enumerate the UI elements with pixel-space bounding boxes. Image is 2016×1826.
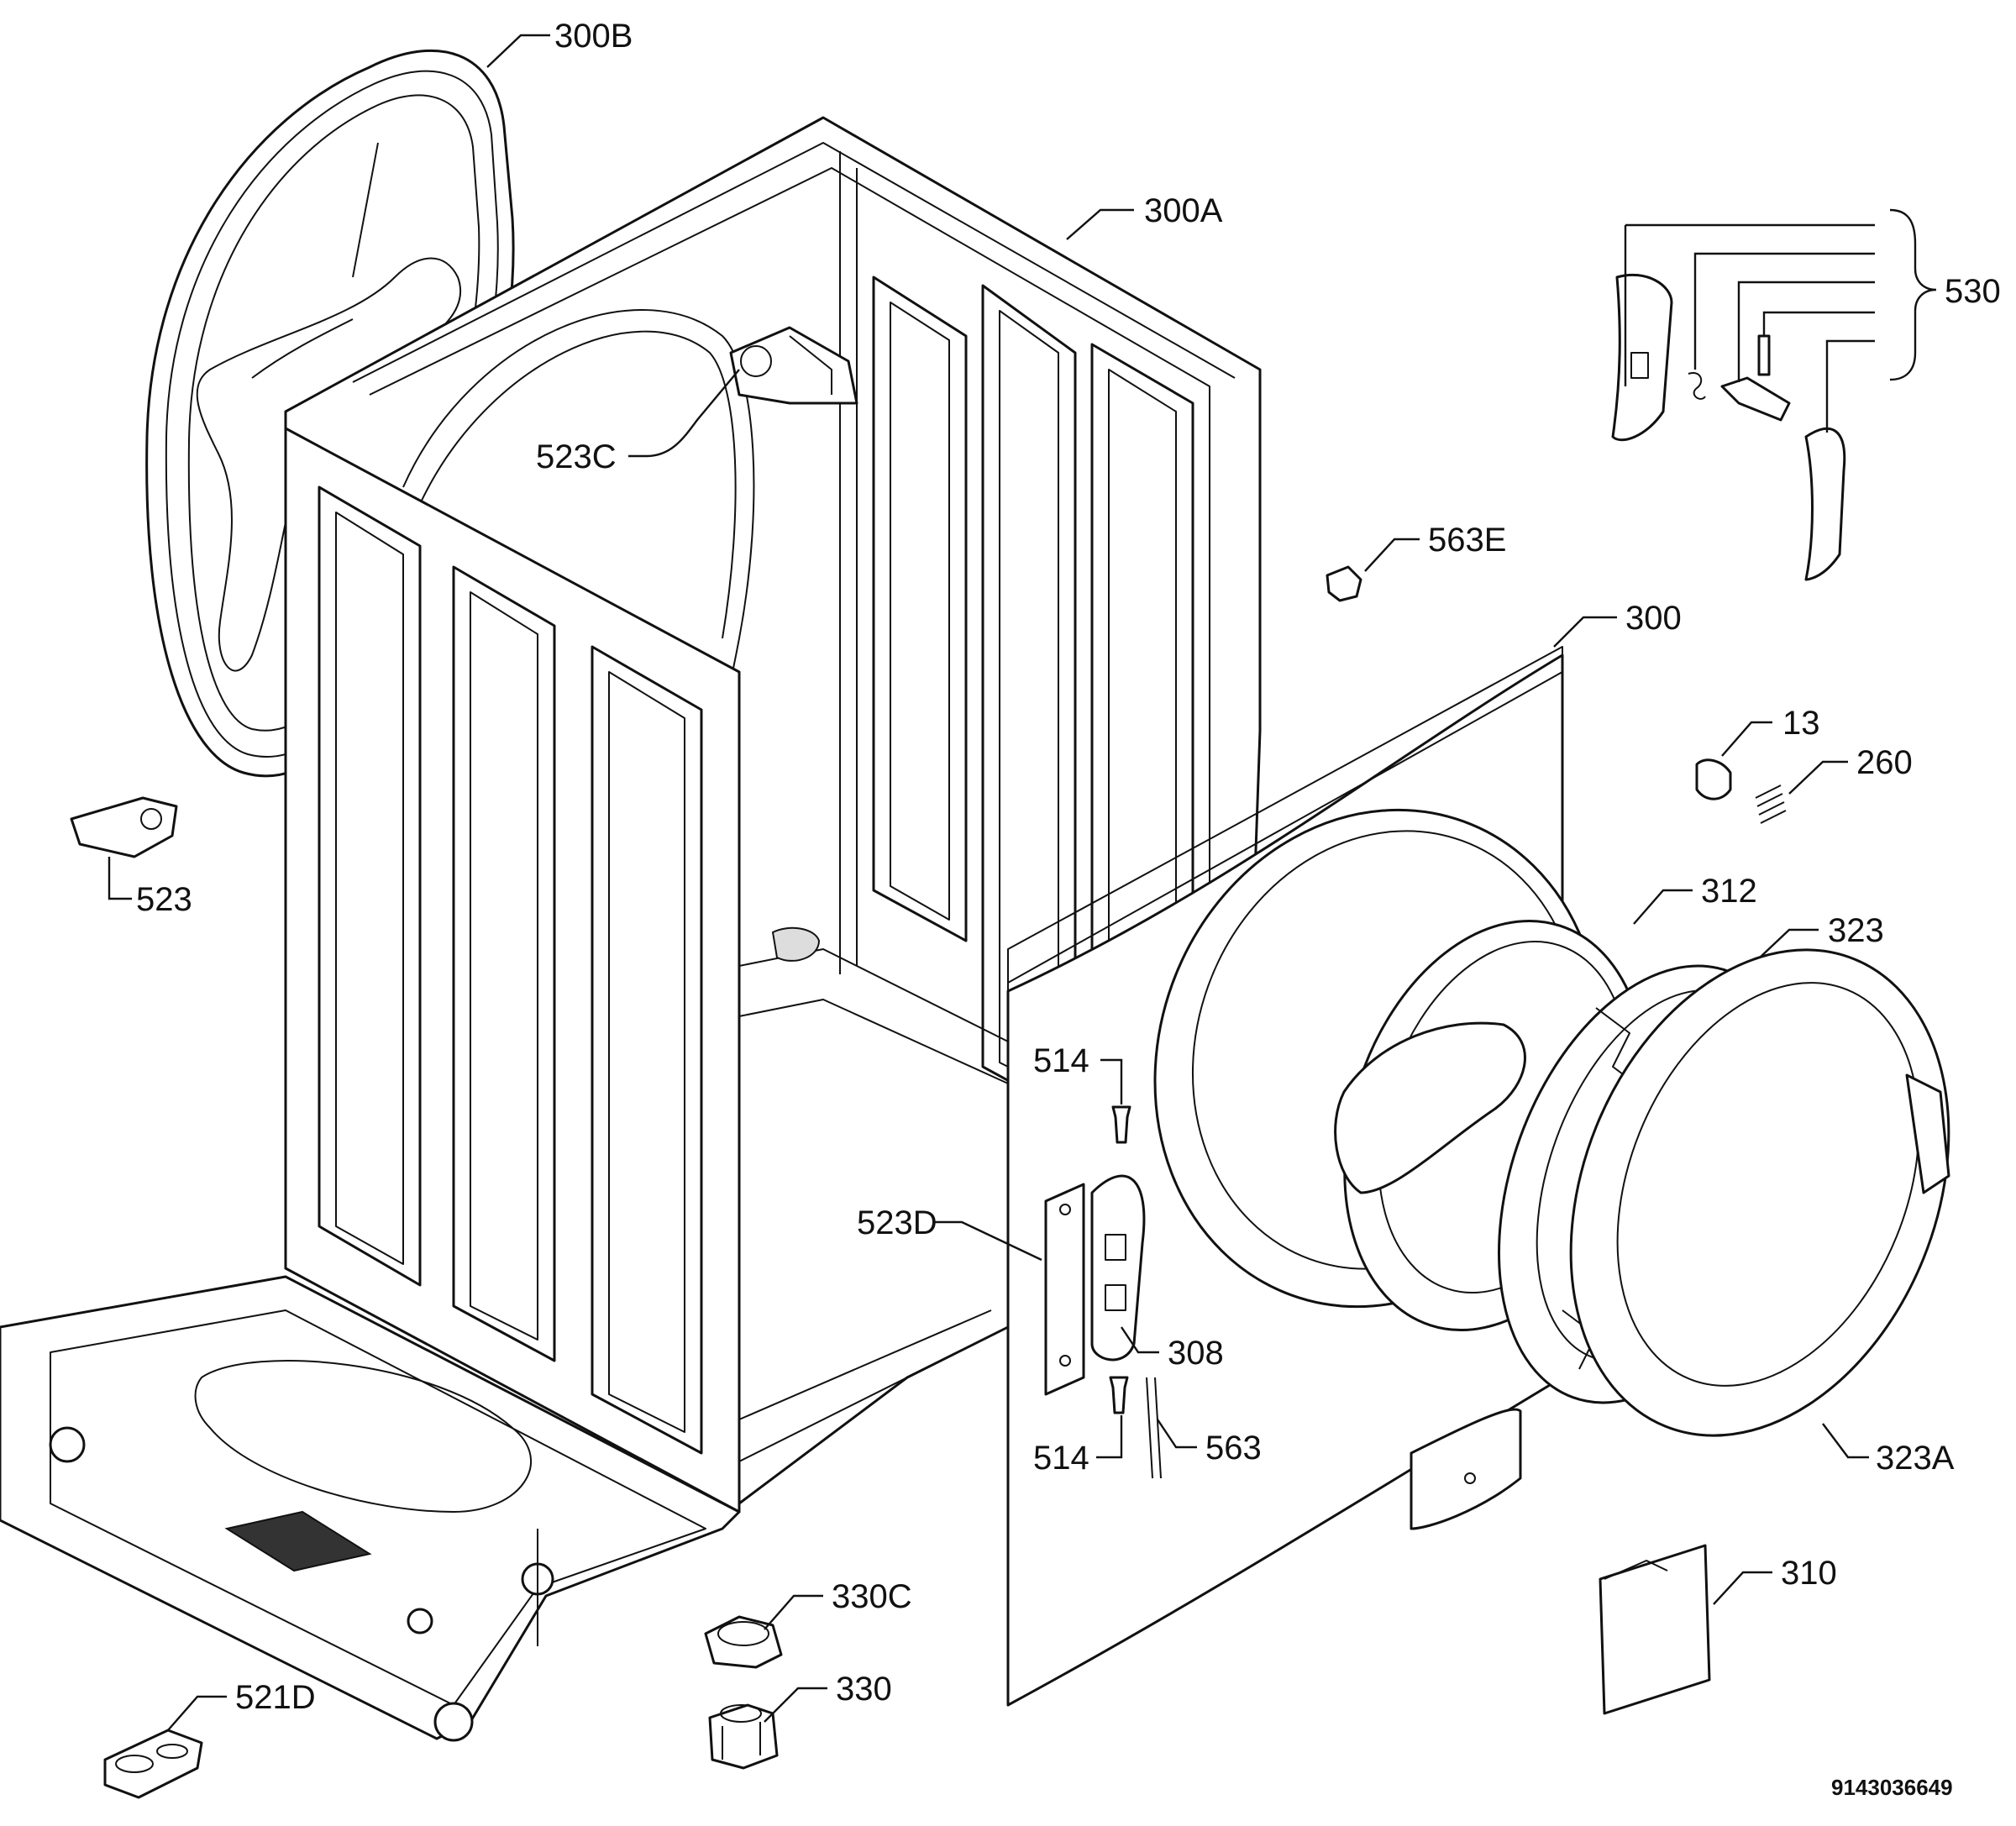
label-323A: 323A	[1876, 1440, 1955, 1477]
door-handle-kit-530	[1611, 273, 1846, 581]
rod-563	[1146, 1377, 1162, 1479]
bracket-523	[70, 796, 178, 858]
filter-cover-310	[1599, 1544, 1711, 1715]
label-563E: 563E	[1428, 522, 1506, 559]
label-312: 312	[1701, 873, 1757, 910]
door-outer-ring-323A	[1569, 948, 1950, 1437]
side-panel-left	[284, 427, 741, 1514]
leader-lines	[108, 34, 1937, 1731]
knob-563E	[1326, 565, 1362, 602]
label-530: 530	[1945, 273, 2001, 310]
label-260: 260	[1856, 744, 1913, 781]
label-310: 310	[1781, 1555, 1837, 1592]
label-300B: 300B	[554, 18, 633, 55]
label-523D: 523D	[857, 1204, 937, 1241]
hinge-bracket-523C	[729, 326, 858, 405]
foot-330C	[704, 1615, 783, 1669]
label-514-bottom: 514	[1033, 1440, 1089, 1477]
document-id: 9143036649	[1831, 1775, 1953, 1800]
label-300A: 300A	[1144, 192, 1223, 229]
label-521D: 521D	[235, 1679, 316, 1716]
pin-514-bottom	[1109, 1376, 1129, 1414]
pin-514-top	[1111, 1105, 1131, 1144]
door-lock-523D	[1044, 1183, 1085, 1396]
spring-260	[1755, 784, 1787, 824]
foot-330	[708, 1703, 779, 1770]
label-523: 523	[136, 881, 192, 918]
label-300: 300	[1625, 600, 1682, 637]
label-523C: 523C	[536, 438, 617, 475]
foot-pad-521D	[103, 1729, 203, 1799]
base-plate	[0, 1275, 741, 1742]
door-hinge-308	[1090, 1174, 1146, 1362]
label-330: 330	[836, 1671, 892, 1708]
label-323: 323	[1828, 912, 1884, 949]
label-563: 563	[1205, 1430, 1262, 1467]
callout-labels: 300B 300A 530 523C 563E 300 13 260 523 3…	[136, 18, 2001, 1800]
label-330C: 330C	[832, 1578, 912, 1615]
label-308: 308	[1168, 1335, 1224, 1372]
bush-13	[1695, 758, 1732, 800]
label-13: 13	[1782, 705, 1820, 742]
label-514-top: 514	[1033, 1042, 1089, 1079]
